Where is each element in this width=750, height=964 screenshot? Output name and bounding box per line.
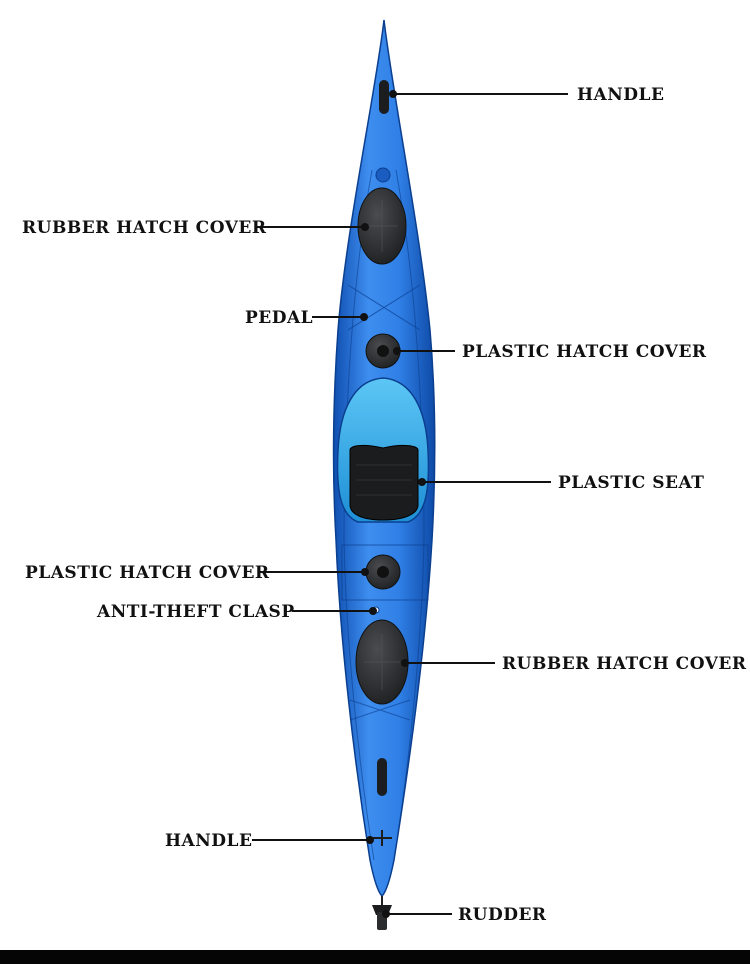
deck-line-left <box>343 169 375 861</box>
rubber-hatch-rear-cross <box>364 634 400 690</box>
label-handle-bottom: HANDLE <box>165 831 252 851</box>
rubber-hatch-front-cross <box>366 200 398 252</box>
bungee-front <box>347 284 421 331</box>
deck-line-right <box>393 169 425 861</box>
callout-rudder: RUDDER <box>382 905 547 925</box>
label-plastic-hatch-front: PLASTIC HATCH COVER <box>462 342 707 362</box>
bungee-rear <box>349 699 411 721</box>
label-pedal: PEDAL <box>245 308 313 328</box>
plastic-hatch-rear-center <box>377 566 389 578</box>
callout-rubber-hatch-front: RUBBER HATCH COVER <box>22 218 369 238</box>
label-plastic-hatch-rear: PLASTIC HATCH COVER <box>25 563 270 583</box>
label-plastic-seat: PLASTIC SEAT <box>558 473 704 493</box>
callout-handle-bottom: HANDLE <box>165 831 374 851</box>
callout-plastic-hatch-front: PLASTIC HATCH COVER <box>393 342 707 362</box>
label-handle-top: HANDLE <box>577 85 664 105</box>
callout-rubber-hatch-rear: RUBBER HATCH COVER <box>401 654 747 674</box>
label-rubber-hatch-front: RUBBER HATCH COVER <box>22 218 267 238</box>
callout-plastic-seat: PLASTIC SEAT <box>418 473 704 493</box>
bottom-handle <box>372 758 392 846</box>
callout-anti-theft-clasp: ANTI-THEFT CLASP <box>96 602 377 622</box>
label-anti-theft-clasp: ANTI-THEFT CLASP <box>96 602 295 622</box>
plastic-hatch-front-center <box>377 345 389 357</box>
deck-fitting <box>375 167 391 183</box>
plastic-seat <box>349 444 419 521</box>
label-rubber-hatch-rear: RUBBER HATCH COVER <box>502 654 747 674</box>
callout-plastic-hatch-rear: PLASTIC HATCH COVER <box>25 563 369 583</box>
top-handle <box>379 80 389 114</box>
seat-texture <box>356 464 412 496</box>
callout-handle-top: HANDLE <box>389 85 664 105</box>
callout-pedal: PEDAL <box>245 308 368 328</box>
label-rudder: RUDDER <box>458 905 547 925</box>
bottom-border-bar <box>0 950 750 964</box>
